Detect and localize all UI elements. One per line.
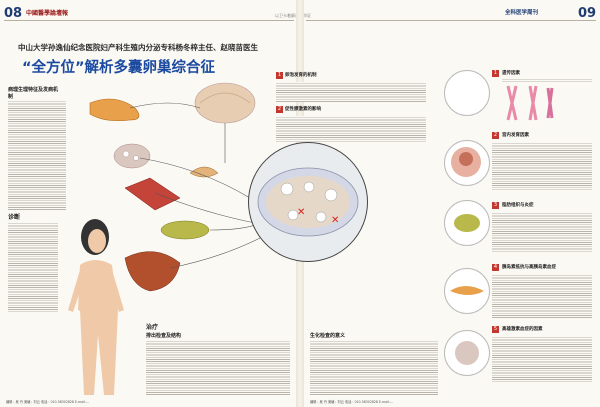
liver-illustration <box>124 251 181 292</box>
footer-left: 编辑：吴 丹 美编：刘云 电话：010-58302828 E-mail:... <box>6 400 90 404</box>
muscle-illustration <box>124 177 181 211</box>
right-badge-1: 1 <box>492 70 499 77</box>
treatment-heading: 治疗 <box>146 324 159 331</box>
center-box-badge-2: 2 <box>276 106 283 113</box>
center-box-body-1 <box>276 82 426 102</box>
bottom-body-left <box>146 340 290 396</box>
right-body-1 <box>502 78 592 82</box>
center-box-title-2: 促性腺激素的影响 <box>285 107 321 112</box>
right-title-4: 胰岛素抵抗与高胰岛素血症 <box>502 265 556 270</box>
pancreas-small-illustration <box>450 286 484 295</box>
fetus-illustration <box>451 147 481 177</box>
right-title-1: 遗传因素 <box>502 71 520 76</box>
bottom-heading-1: 排出检查及结构 <box>146 333 182 339</box>
top-rule-left <box>4 20 294 21</box>
right-circle-1 <box>444 70 490 116</box>
right-body-3 <box>492 212 592 252</box>
left-heading-2: 诊断 <box>8 214 21 221</box>
page-number-left: 08 <box>4 6 23 21</box>
left-body-1 <box>8 100 66 210</box>
chromosome-illustration <box>506 85 554 121</box>
ovary-cross-section: ✕ ✕ <box>257 167 359 237</box>
ovary-magnified-circle: ✕ ✕ <box>248 142 368 262</box>
fat-illustration <box>160 220 210 240</box>
woman-figure <box>68 219 124 395</box>
left-body-2 <box>8 222 58 312</box>
doctor-line: 中山大学孙逸仙纪念医院妇产科生殖内分泌专科杨冬梓主任、赵晓苗医生 <box>18 43 258 52</box>
page-title: “全方位”解析多囊卵巢综合征 <box>22 60 216 76</box>
right-title-3: 脂肪组织与炎症 <box>502 203 534 208</box>
adrenal-illustration <box>189 166 219 178</box>
organ-diagram <box>89 82 261 292</box>
page-number-right: 09 <box>578 6 597 21</box>
bottom-body-right <box>310 340 438 396</box>
right-body-2 <box>492 142 592 190</box>
ovary-illustration <box>113 143 151 169</box>
left-heading-1: 病理生理特征及发病机制 <box>8 87 59 100</box>
center-box-badge-1: 1 <box>276 72 283 79</box>
masthead-center: 以卫卡着解谁给你证 <box>275 13 311 18</box>
right-body-5 <box>492 336 592 382</box>
right-body-4 <box>492 274 592 318</box>
right-badge-2: 2 <box>492 132 499 139</box>
right-badge-4: 4 <box>492 264 499 271</box>
cell-illustration <box>455 341 479 365</box>
red-x-mark-1: ✕ <box>297 207 305 218</box>
center-box-body-2 <box>276 116 426 142</box>
brand-logo: 中國醫學論壇報 <box>26 10 69 17</box>
center-box-title-1: 卵泡发育的机制 <box>285 73 317 78</box>
red-x-mark-2: ✕ <box>331 215 339 226</box>
right-badge-5: 5 <box>492 326 499 333</box>
fat-tissue-illustration <box>454 214 480 232</box>
right-title-5: 高雄激素血症的因素 <box>502 327 543 332</box>
section-name: 全科医学周刊 <box>505 10 539 16</box>
right-title-2: 宫内发育因素 <box>502 133 529 138</box>
brain-illustration <box>194 82 256 124</box>
right-badge-3: 3 <box>492 202 499 209</box>
top-rule-right <box>306 20 596 21</box>
bottom-heading-2: 生化检查的意义 <box>310 333 346 339</box>
pancreas-illustration <box>89 98 140 122</box>
footer-right: 编辑：吴 丹 美编：刘云 电话：010-58302828 E-mail:... <box>310 400 394 404</box>
